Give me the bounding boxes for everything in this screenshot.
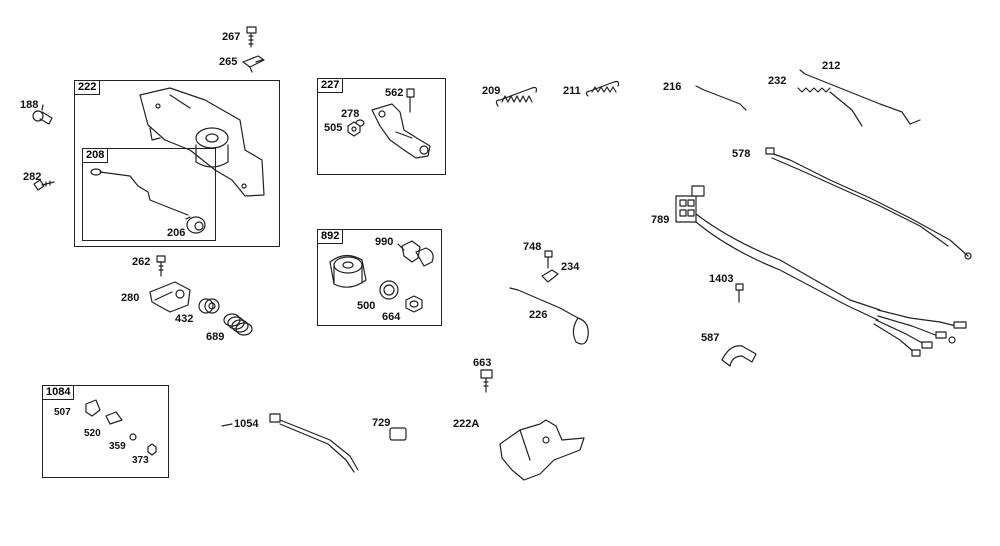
part-label-216: 216 bbox=[663, 81, 682, 93]
bolt-1403-icon bbox=[735, 283, 744, 303]
lever-520-icon bbox=[105, 411, 123, 425]
screw-267-icon bbox=[246, 26, 257, 48]
part-label-520: 520 bbox=[84, 428, 101, 439]
bolt-748-icon bbox=[544, 250, 553, 269]
bolt-282-icon bbox=[33, 179, 55, 191]
part-label-262: 262 bbox=[132, 256, 151, 268]
spring-689-icon bbox=[223, 313, 253, 336]
group-208-box: 208 bbox=[82, 148, 216, 241]
part-label-507: 507 bbox=[54, 407, 71, 418]
bolt-188-icon bbox=[32, 110, 53, 125]
cable-tie-1054-icon bbox=[269, 413, 359, 473]
group-222-tag: 222 bbox=[74, 80, 101, 95]
group-227-tag: 227 bbox=[317, 78, 344, 93]
part-label-265: 265 bbox=[219, 56, 238, 68]
rod-226-icon bbox=[509, 287, 589, 345]
part-label-267: 267 bbox=[222, 31, 241, 43]
part-label-278: 278 bbox=[341, 108, 360, 120]
part-label-232: 232 bbox=[768, 75, 787, 87]
group-1084-tag: 1084 bbox=[42, 385, 75, 400]
rod-212-icon bbox=[799, 69, 921, 125]
throttle-bracket-222-icon bbox=[139, 87, 265, 197]
part-label-234: 234 bbox=[561, 261, 580, 273]
spring-211-icon bbox=[585, 80, 620, 97]
part-label-222A: 222A bbox=[453, 418, 480, 430]
group-222-box: 222 bbox=[74, 80, 280, 247]
spring-209-icon bbox=[495, 86, 538, 107]
part-label-689: 689 bbox=[206, 331, 225, 343]
cable-578-icon bbox=[765, 147, 972, 260]
part-label-500: 500 bbox=[357, 300, 376, 312]
spring-232-icon bbox=[797, 87, 863, 127]
clip-234-icon bbox=[541, 269, 559, 283]
connector-729-icon bbox=[389, 427, 407, 441]
bracket-507-icon bbox=[85, 399, 101, 417]
group-1084-box: 1084 bbox=[42, 385, 169, 478]
part-label-664: 664 bbox=[382, 311, 401, 323]
clip-265-icon bbox=[242, 55, 265, 73]
rod-216-icon bbox=[695, 85, 747, 111]
part-label-729: 729 bbox=[372, 417, 391, 429]
key-990-icon bbox=[397, 240, 434, 267]
wiring-harness-789-icon bbox=[675, 185, 967, 357]
lever-227-icon bbox=[371, 103, 431, 159]
part-label-562: 562 bbox=[385, 87, 404, 99]
group-208-tag: 208 bbox=[82, 148, 109, 163]
lock-washer-500-icon bbox=[379, 280, 399, 300]
part-label-206: 206 bbox=[167, 227, 186, 239]
part-label-211: 211 bbox=[563, 85, 581, 97]
bolt-663-icon bbox=[480, 369, 493, 393]
part-label-1054: 1054 bbox=[234, 418, 259, 430]
part-label-663: 663 bbox=[473, 357, 492, 369]
nut-664-icon bbox=[405, 295, 423, 313]
part-label-212: 212 bbox=[822, 60, 841, 72]
nut-373-icon bbox=[147, 443, 157, 456]
group-892-box: 892 bbox=[317, 229, 442, 326]
part-label-282: 282 bbox=[23, 171, 42, 183]
part-label-789: 789 bbox=[651, 214, 670, 226]
part-label-280: 280 bbox=[121, 292, 140, 304]
part-label-432: 432 bbox=[175, 313, 194, 325]
part-label-209: 209 bbox=[482, 85, 501, 97]
part-label-587: 587 bbox=[701, 332, 720, 344]
washer-359-icon bbox=[129, 433, 137, 441]
bolt-262-icon bbox=[156, 255, 166, 277]
group-227-box: 227 bbox=[317, 78, 446, 175]
control-rod-208-icon bbox=[90, 168, 189, 216]
clamp-587-icon bbox=[721, 345, 757, 367]
part-label-359: 359 bbox=[109, 441, 126, 452]
part-label-578: 578 bbox=[732, 148, 751, 160]
part-label-373: 373 bbox=[132, 455, 149, 466]
nut-505-icon bbox=[347, 121, 361, 137]
knob-206-icon bbox=[185, 216, 206, 234]
bolt-562-icon bbox=[406, 88, 415, 113]
bushing-432-icon bbox=[198, 298, 220, 314]
part-label-1403: 1403 bbox=[709, 273, 734, 285]
ignition-switch-892-icon bbox=[329, 254, 367, 288]
bracket-280-icon bbox=[149, 281, 191, 313]
part-label-748: 748 bbox=[523, 241, 542, 253]
group-892-tag: 892 bbox=[317, 229, 344, 244]
part-label-188: 188 bbox=[20, 99, 39, 111]
part-label-505: 505 bbox=[324, 122, 343, 134]
bracket-222A-icon bbox=[499, 419, 585, 481]
part-label-990: 990 bbox=[375, 236, 394, 248]
part-label-226: 226 bbox=[529, 309, 548, 321]
